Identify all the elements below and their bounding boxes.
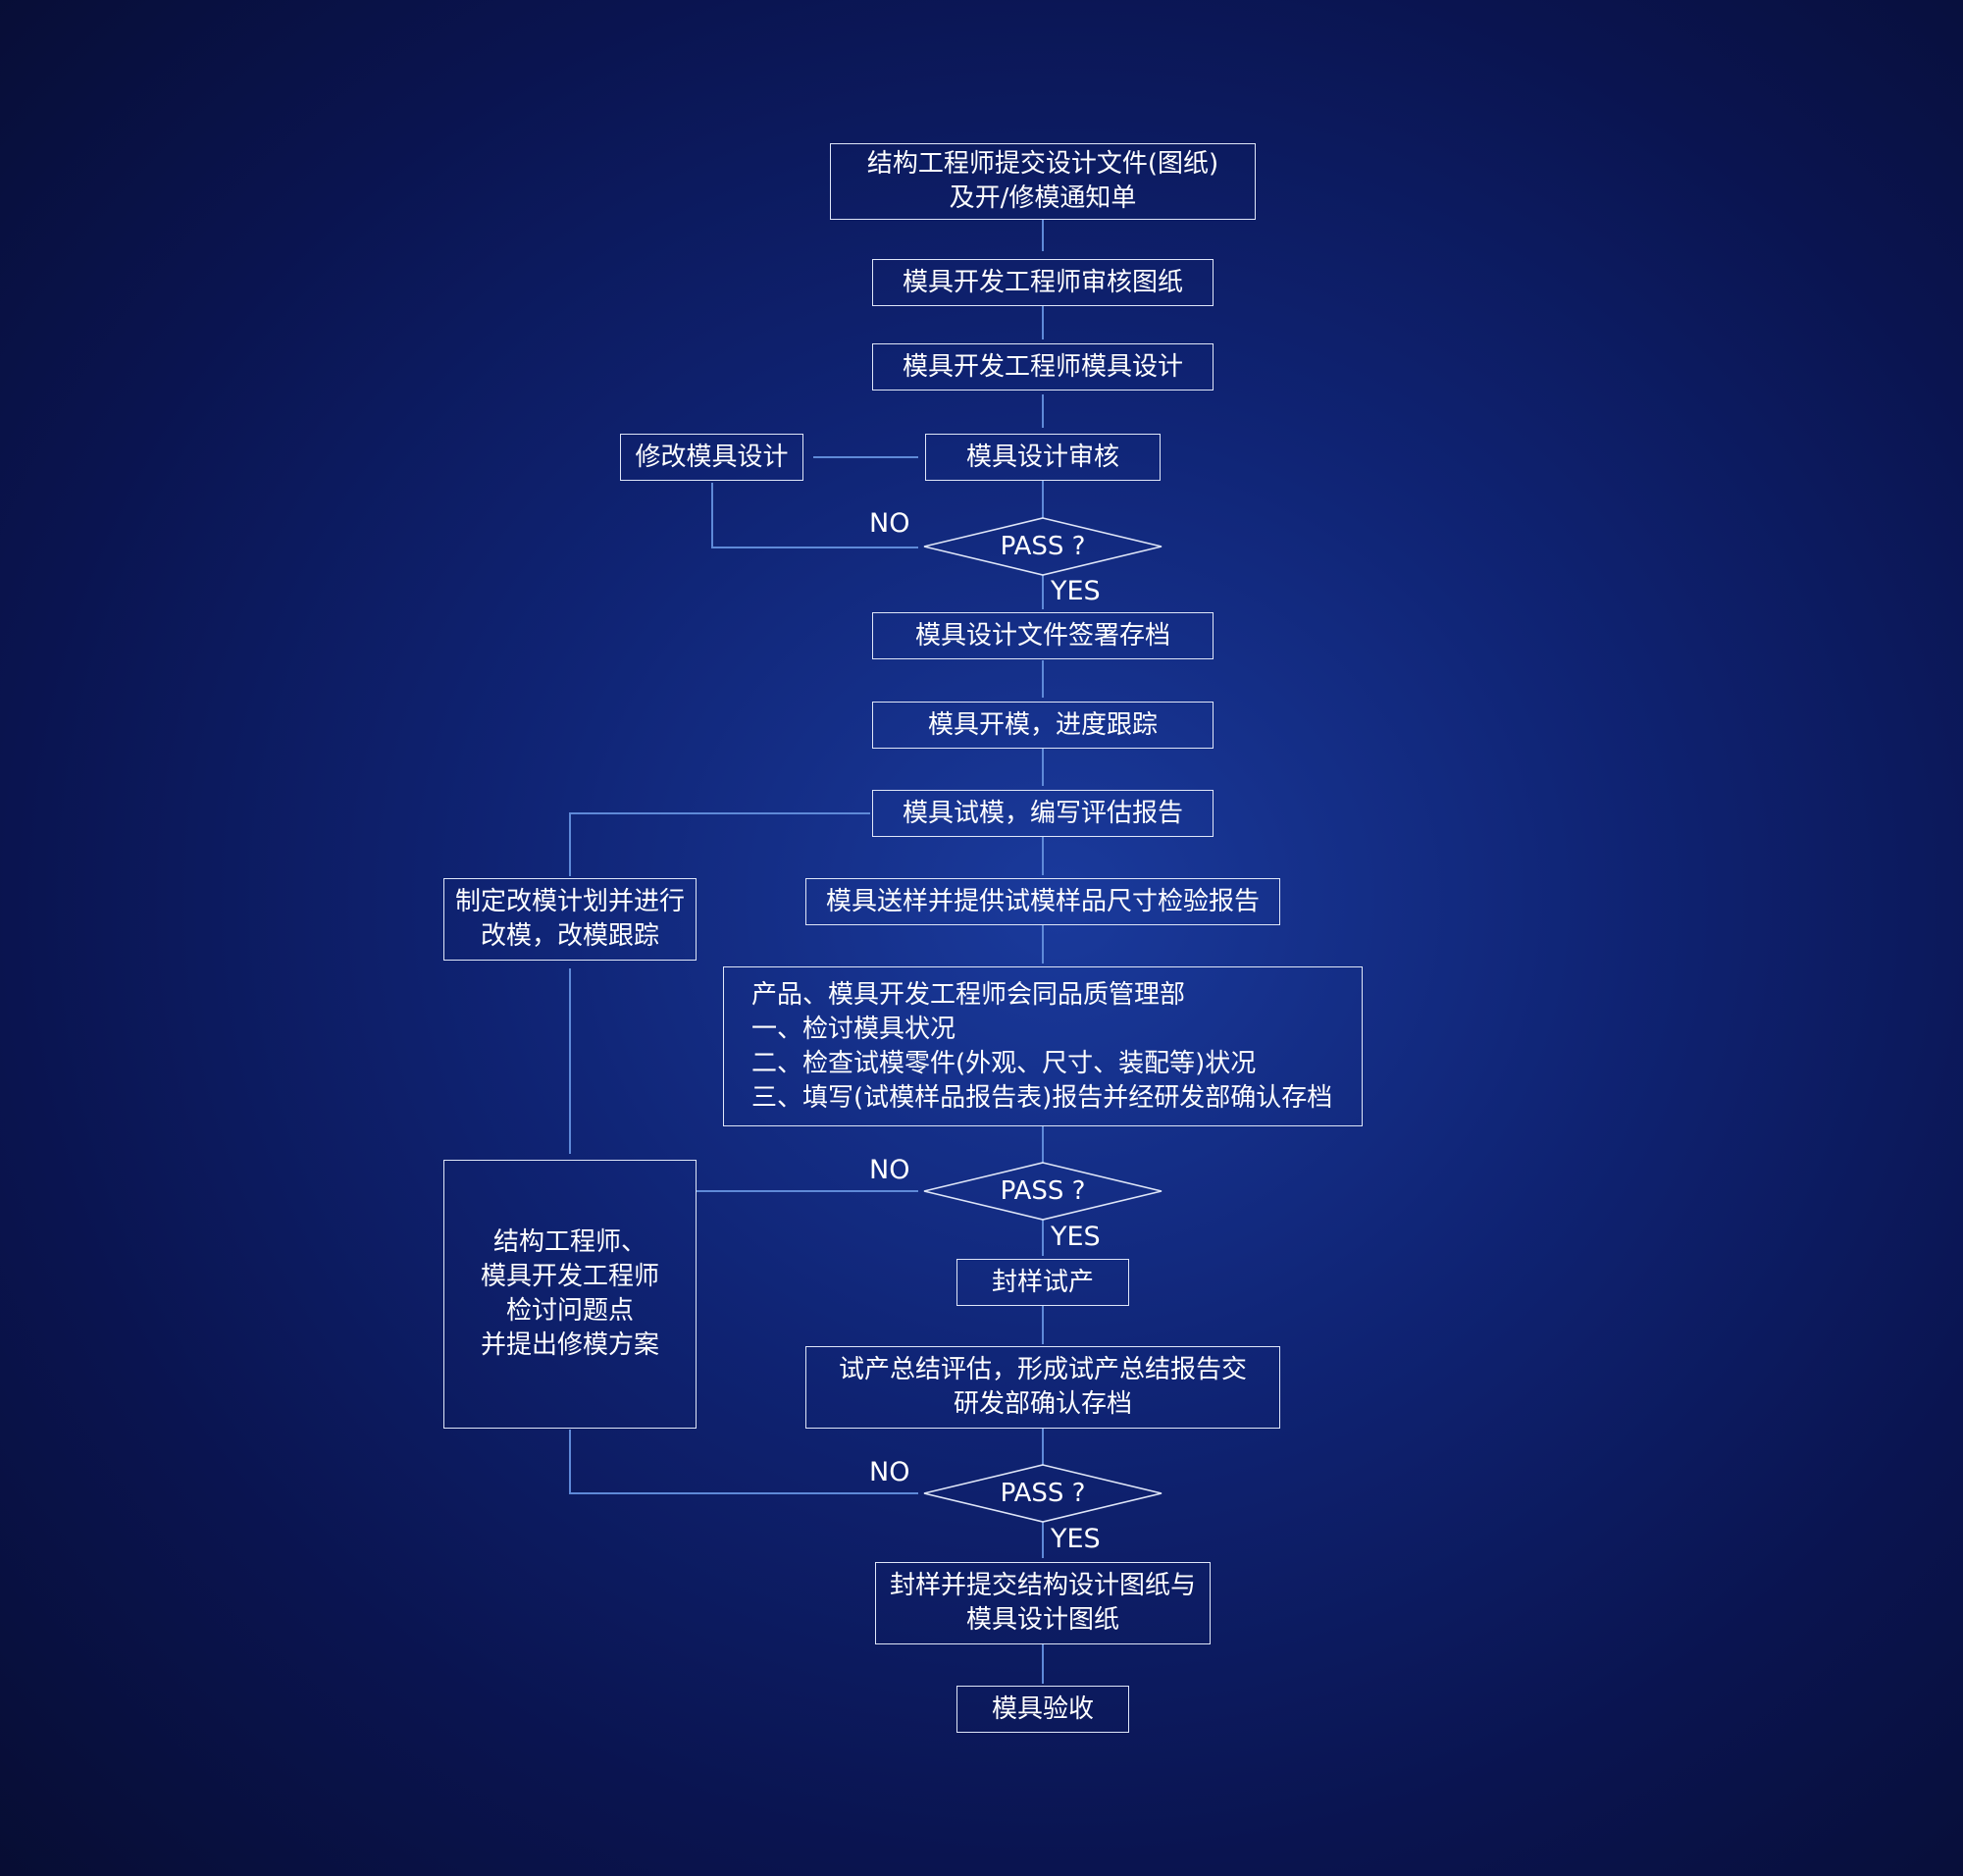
label-yes-2: YES [1051,1222,1101,1252]
decision-pass3-shape [923,1464,1162,1523]
connector-trial-to-modifyplan [569,812,870,876]
connector-pass3-no-loop [569,1430,918,1494]
node-modify-design: 修改模具设计 [620,434,803,481]
node-review-drawings: 模具开发工程师审核图纸 [872,259,1214,306]
node-seal-submit: 封样并提交结构设计图纸与 模具设计图纸 [875,1562,1211,1644]
label-yes-1: YES [1051,576,1101,606]
node-acceptance: 模具验收 [956,1686,1129,1733]
label-no-3: NO [869,1457,910,1487]
node-joint-review: 产品、模具开发工程师会同品质管理部 一、检讨模具状况 二、检查试模零件(外观、尺… [723,966,1363,1126]
node-engineers-review: 结构工程师、 模具开发工程师 检讨问题点 并提出修模方案 [443,1160,697,1429]
node-trial-mold: 模具试模，编写评估报告 [872,790,1214,837]
node-submit-design: 结构工程师提交设计文件(图纸) 及开/修模通知单 [830,143,1256,220]
label-no-1: NO [869,508,910,539]
node-modify-plan: 制定改模计划并进行 改模，改模跟踪 [443,878,697,961]
node-mold-design: 模具开发工程师模具设计 [872,343,1214,391]
decision-pass3: PASS ? [1000,1479,1086,1508]
node-design-review: 模具设计审核 [925,434,1161,481]
decision-pass1-shape [923,517,1162,576]
node-trial-summary: 试产总结评估，形成试产总结报告交 研发部确认存档 [805,1346,1280,1429]
connector-pass1-no-loop [711,483,918,548]
node-mold-open: 模具开模，进度跟踪 [872,702,1214,749]
node-send-samples: 模具送样并提供试模样品尺寸检验报告 [805,878,1280,925]
label-no-2: NO [869,1155,910,1185]
node-seal-trial: 封样试产 [956,1259,1129,1306]
decision-pass2-shape [923,1162,1162,1221]
node-sign-archive: 模具设计文件签署存档 [872,612,1214,659]
decision-pass2: PASS ? [1000,1176,1086,1206]
label-yes-3: YES [1051,1524,1101,1554]
decision-pass1: PASS ? [1000,532,1086,561]
